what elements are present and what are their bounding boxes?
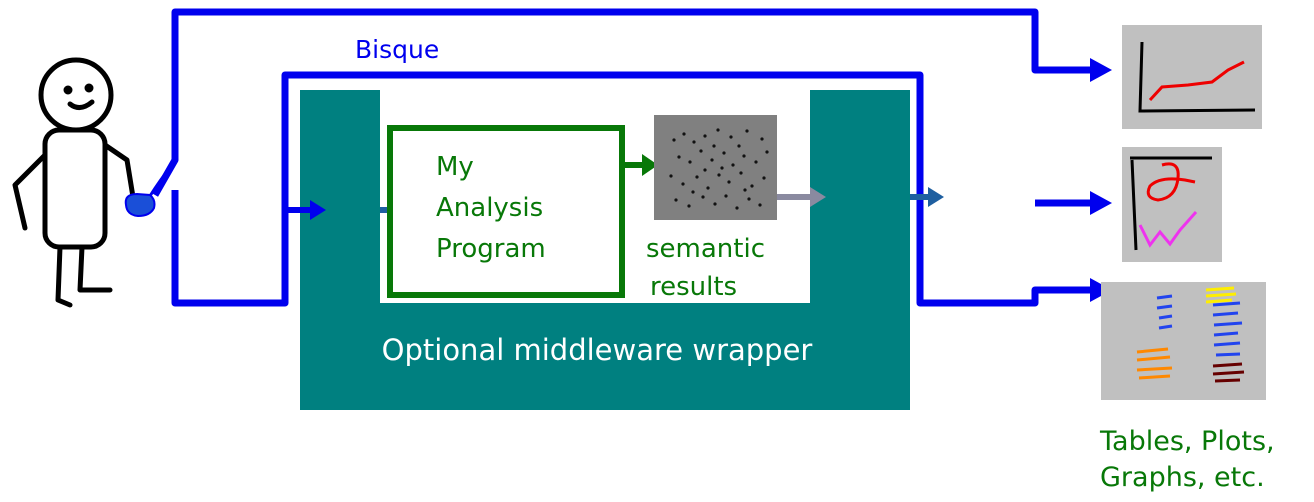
output-graph-panel — [1122, 147, 1222, 262]
outputs-label-line-2: Graphs, etc. — [1100, 462, 1265, 493]
middleware-wrapper — [300, 90, 910, 410]
left-eye — [63, 85, 73, 95]
middleware-label: Optional middleware wrapper — [382, 333, 813, 367]
program-label-line-3: Program — [436, 234, 546, 264]
mouse-cable — [148, 164, 174, 197]
mouth — [67, 99, 95, 110]
bisque-outer-bottom — [171, 71, 1105, 307]
arrow-head-into-wrapper — [310, 200, 326, 220]
body — [42, 127, 108, 250]
user-stick-figure — [12, 57, 136, 308]
right-eye — [84, 83, 94, 93]
left-arm — [12, 152, 48, 231]
arrow-head-output-2 — [1090, 191, 1112, 215]
output-plot-panel — [1122, 25, 1262, 129]
output-table-panel — [1101, 282, 1266, 400]
mouse-device — [124, 192, 156, 218]
left-leg — [55, 244, 73, 308]
outputs-label-line-1: Tables, Plots, — [1099, 426, 1275, 457]
arrow-head-out-of-wrapper — [928, 187, 944, 207]
program-label-line-2: Analysis — [436, 193, 543, 223]
arrow-head-from-results — [810, 187, 826, 207]
program-label-line-1: My — [436, 152, 474, 182]
arrow-head-output-1 — [1090, 58, 1112, 82]
head — [38, 57, 114, 133]
arrow-head-to-results — [642, 154, 658, 176]
right-arm — [102, 142, 136, 200]
bisque-label: Bisque — [355, 35, 439, 64]
semantic-results-dots — [669, 128, 769, 210]
results-label-line-2: results — [650, 272, 737, 302]
results-label-line-1: semantic — [646, 234, 765, 264]
analysis-program-box — [387, 125, 625, 298]
right-leg — [77, 244, 113, 293]
